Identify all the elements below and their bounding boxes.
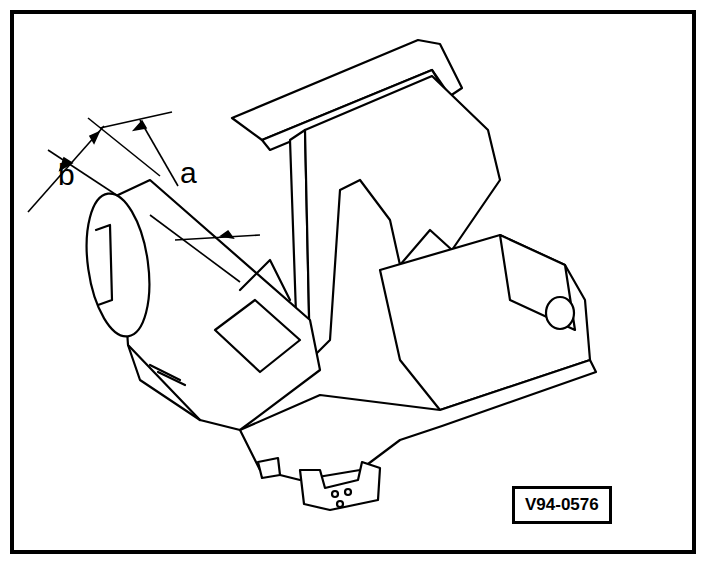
dimension-letter: a [180, 158, 197, 188]
figure-number-box: V94-0576 [512, 486, 612, 524]
figure-number: V94-0576 [525, 495, 599, 515]
frame [12, 12, 694, 552]
dimension-lines [28, 112, 260, 282]
dimension-letter: b [58, 160, 75, 190]
bracket-outline [78, 40, 596, 510]
